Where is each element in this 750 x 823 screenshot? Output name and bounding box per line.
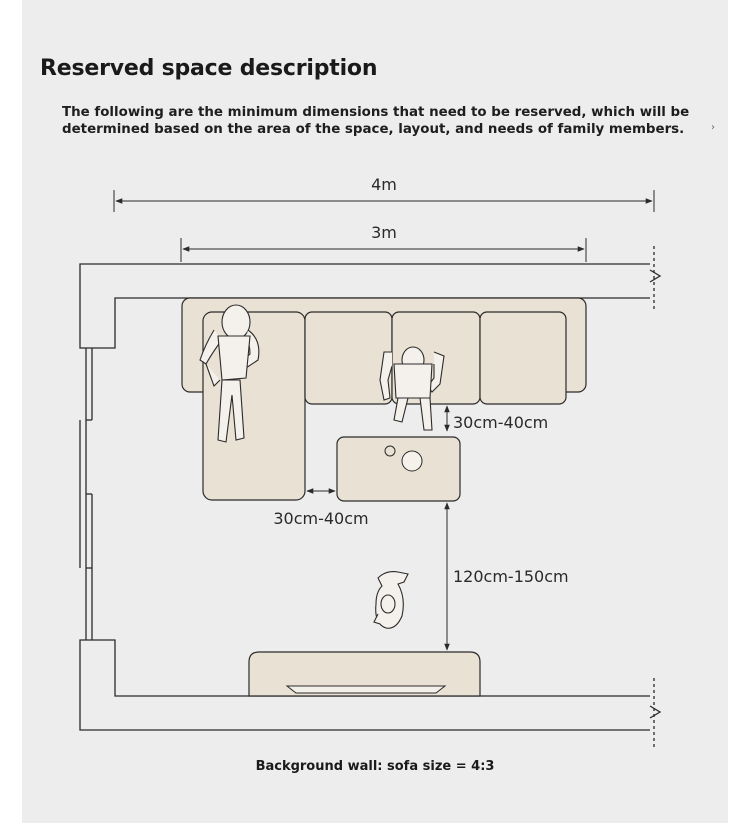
chevron-right-icon: › [711, 122, 715, 133]
dim-4m-label: 4m [371, 175, 397, 194]
dim-chaise-table-label: 30cm-40cm [273, 509, 368, 528]
caption: Background wall: sofa size = 4:3 [0, 759, 750, 774]
caption-text: Background wall: sofa size = 4:3 [255, 759, 495, 774]
break-zigzag-top [649, 269, 662, 283]
sofa [181, 297, 587, 501]
sofa-cushion-1 [304, 311, 393, 405]
dimension-3m [180, 238, 587, 262]
dim-table-tv-label: 120cm-150cm [453, 567, 569, 586]
walls [79, 246, 662, 748]
person-lying-icon [199, 304, 260, 443]
cup-icon [384, 445, 396, 457]
coffee-table [336, 436, 461, 502]
left-window [79, 348, 93, 640]
dimension-4m [113, 190, 655, 212]
page-title: Reserved space description [40, 56, 378, 81]
bowl-icon [401, 450, 423, 472]
break-zigzag-bottom [649, 705, 662, 719]
description-text: The following are the minimum dimensions… [62, 105, 690, 137]
tv-cabinet [248, 651, 481, 697]
bottom-wall [79, 639, 650, 731]
person-sitting-icon [379, 346, 445, 431]
dim-sofa-table-label: 30cm-40cm [453, 413, 548, 432]
dim-3m-label: 3m [371, 223, 397, 242]
dog-icon [373, 571, 409, 629]
tv-screen [285, 685, 447, 694]
sofa-cushion-3 [479, 311, 567, 405]
